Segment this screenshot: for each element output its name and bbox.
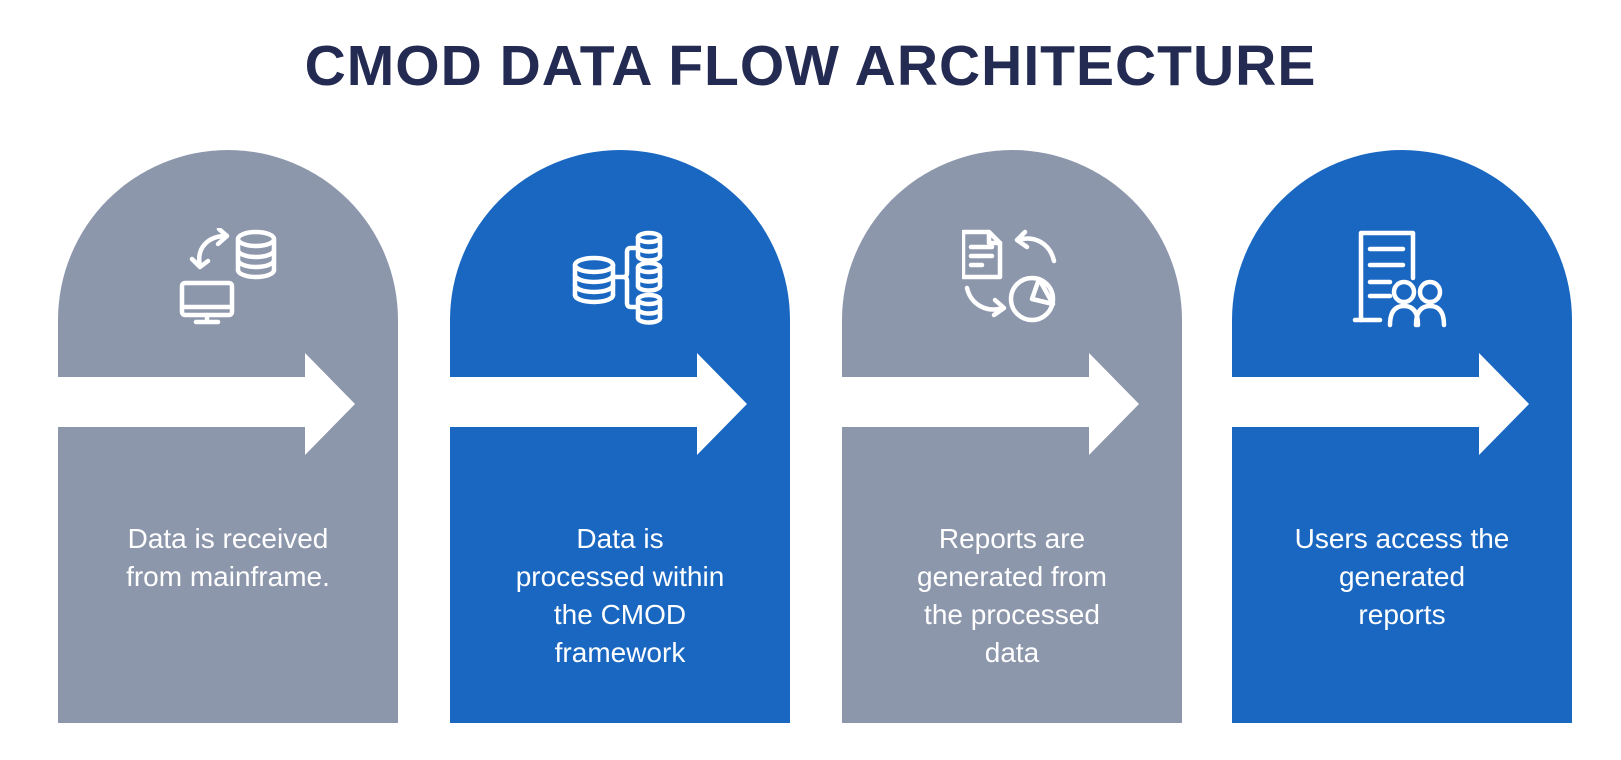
caption-line: Data is [576, 523, 664, 554]
step-column-4-users-access: Users access the generated reports [1232, 150, 1572, 723]
caption-line: generated from [917, 561, 1107, 592]
caption-line: the CMOD [553, 599, 687, 630]
step-4-caption: Users access the generated reports [1246, 520, 1558, 634]
flow-arrow-icon [58, 353, 355, 455]
step-column-3-reports-generated: Reports are generated from the processed da… [842, 150, 1182, 723]
page-title: CMOD DATA FLOW ARCHITECTURE [304, 34, 1317, 98]
caption-line: the processed [924, 599, 1100, 630]
caption-line: Users access the [1294, 523, 1510, 554]
caption-line: Data is received [127, 523, 329, 554]
caption-line: reports [1358, 599, 1446, 630]
cmod-database-framework-icon [572, 230, 663, 325]
caption-line: Reports are [938, 523, 1086, 554]
flow-arrow-icon [450, 353, 747, 455]
step-3-caption: Reports are generated from the processed da… [856, 520, 1168, 672]
report-generation-sync-icon [962, 229, 1057, 323]
caption-line: from mainframe. [126, 561, 330, 592]
caption-line: framework [554, 637, 686, 668]
step-1-caption: Data is received from mainframe. [72, 520, 384, 596]
caption-line: data [984, 637, 1040, 668]
caption-line: generated [1338, 561, 1466, 592]
step-2-caption: Data is processed within the CMOD framework [464, 520, 776, 672]
flow-arrow-icon [842, 353, 1139, 455]
caption-line: processed within [515, 561, 725, 592]
mainframe-database-sync-icon [179, 228, 277, 325]
report-users-access-icon [1352, 230, 1447, 328]
flow-arrow-icon [1232, 353, 1529, 455]
step-column-2-data-processed: Data is processed within the CMOD framework [450, 150, 790, 723]
step-column-1-data-received: Data is received from mainframe. [58, 150, 398, 723]
